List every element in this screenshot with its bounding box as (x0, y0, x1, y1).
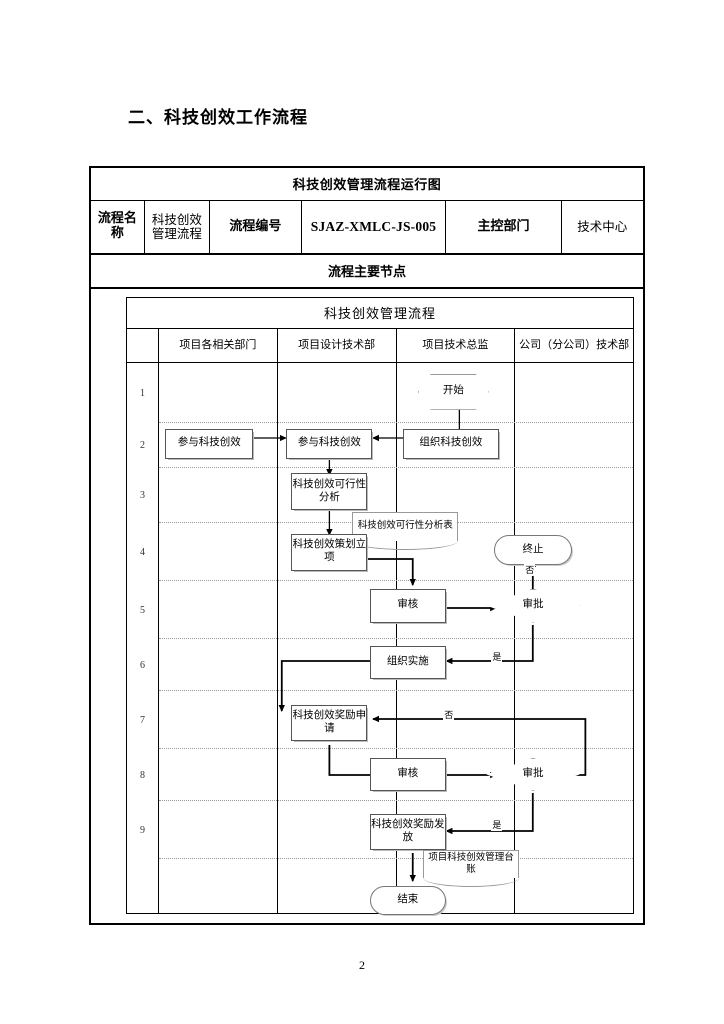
lane-design-dept (278, 639, 397, 691)
row-number: 3 (127, 468, 159, 523)
table-meta-row: 流程名称 科技创效管理流程 流程编号 SJAZ-XMLC-JS-005 主控部门… (91, 201, 643, 255)
lane-company-tech-dept (515, 801, 633, 859)
lane-tech-director (397, 639, 516, 691)
row-number: 5 (127, 581, 159, 639)
lane-tech-director (397, 859, 516, 913)
label-owner-dept: 主控部门 (446, 201, 562, 253)
flowchart-body: 1 2 3 (127, 363, 633, 916)
lane-tech-director (397, 423, 516, 468)
row-number: 4 (127, 523, 159, 581)
lane-related-depts (159, 523, 278, 581)
value-owner-dept: 技术中心 (577, 220, 628, 234)
nodes-section-header: 流程主要节点 (91, 255, 643, 289)
row-number (127, 859, 159, 913)
process-table: 科技创效管理流程运行图 流程名称 科技创效管理流程 流程编号 SJAZ-XMLC… (89, 166, 645, 925)
lane-related-depts (159, 639, 278, 691)
flow-row-7: 7 (127, 691, 633, 749)
lane-related-depts (159, 691, 278, 749)
flow-row-8: 8 (127, 749, 633, 801)
row-number: 1 (127, 363, 159, 423)
lane-design-dept (278, 859, 397, 913)
lane-company-tech-dept (515, 363, 633, 423)
table-title: 科技创效管理流程运行图 (91, 168, 643, 201)
lane-tech-director (397, 468, 516, 523)
lane-company-tech-dept (515, 749, 633, 801)
lane-company-tech-dept (515, 639, 633, 691)
lane-design-dept (278, 749, 397, 801)
flowchart-table: 科技创效管理流程 项目各相关部门 项目设计技术部 项目技术总监 公司（分公司）技… (126, 297, 634, 916)
column-header-related-depts: 项目各相关部门 (159, 329, 278, 362)
lane-tech-director (397, 523, 516, 581)
lane-related-depts (159, 749, 278, 801)
column-header-design-dept: 项目设计技术部 (278, 329, 397, 362)
flowchart-container: 科技创效管理流程 项目各相关部门 项目设计技术部 项目技术总监 公司（分公司）技… (91, 289, 643, 923)
lane-tech-director (397, 749, 516, 801)
lane-design-dept (278, 801, 397, 859)
lane-related-depts (159, 423, 278, 468)
row-number-header (127, 329, 159, 362)
page-title: 二、科技创效工作流程 (128, 108, 308, 128)
lane-related-depts (159, 859, 278, 913)
lane-design-dept (278, 363, 397, 423)
page-number: 2 (359, 958, 365, 972)
lane-tech-director (397, 581, 516, 639)
lane-tech-director (397, 801, 516, 859)
lane-design-dept (278, 523, 397, 581)
row-number: 9 (127, 801, 159, 859)
flow-row-6: 6 (127, 639, 633, 691)
lane-company-tech-dept (515, 423, 633, 468)
row-number: 2 (127, 423, 159, 468)
flow-row-9: 9 (127, 801, 633, 859)
lane-company-tech-dept (515, 468, 633, 523)
flow-row-2: 2 (127, 423, 633, 468)
value-flow-name: 科技创效管理流程 (145, 201, 211, 253)
flow-row-4: 4 (127, 523, 633, 581)
row-number: 8 (127, 749, 159, 801)
lane-design-dept (278, 423, 397, 468)
column-header-tech-director: 项目技术总监 (397, 329, 516, 362)
lane-design-dept (278, 468, 397, 523)
lane-company-tech-dept (515, 859, 633, 913)
value-flow-code: SJAZ-XMLC-JS-005 (302, 201, 447, 253)
lane-company-tech-dept (515, 691, 633, 749)
flow-row-10 (127, 859, 633, 913)
lane-tech-director (397, 363, 516, 423)
flowchart-column-headers: 项目各相关部门 项目设计技术部 项目技术总监 公司（分公司）技术部 (127, 329, 633, 363)
lane-tech-director (397, 691, 516, 749)
lane-related-depts (159, 581, 278, 639)
lane-company-tech-dept (515, 581, 633, 639)
row-number: 7 (127, 691, 159, 749)
lane-design-dept (278, 581, 397, 639)
flow-row-3: 3 (127, 468, 633, 523)
flow-row-1: 1 (127, 363, 633, 423)
column-header-company-tech-dept: 公司（分公司）技术部 (519, 338, 630, 351)
lane-related-depts (159, 801, 278, 859)
lane-related-depts (159, 363, 278, 423)
row-number: 6 (127, 639, 159, 691)
label-flow-name: 流程名称 (91, 201, 145, 253)
flow-row-5: 5 (127, 581, 633, 639)
flowchart-title: 科技创效管理流程 (127, 298, 633, 329)
lane-company-tech-dept (515, 523, 633, 581)
lane-design-dept (278, 691, 397, 749)
label-flow-code: 流程编号 (210, 201, 302, 253)
lane-related-depts (159, 468, 278, 523)
